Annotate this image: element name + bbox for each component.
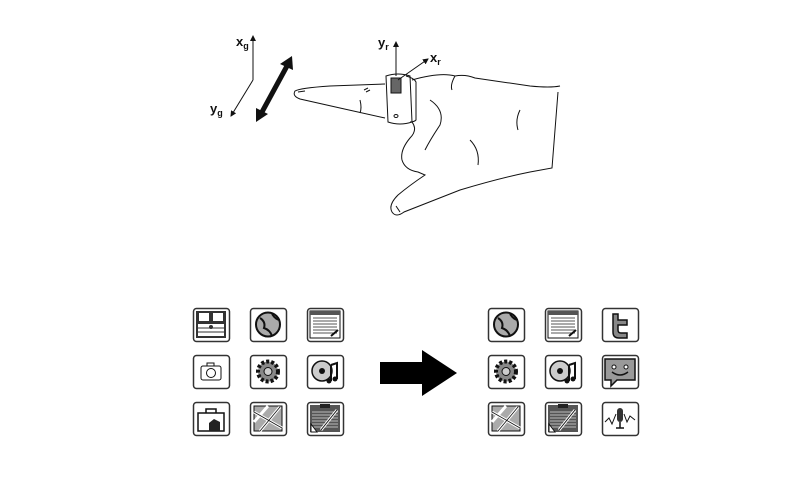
ring-button-icon [393, 114, 399, 118]
notes-icon [544, 307, 583, 343]
notes-icon [306, 307, 345, 343]
hand-with-ring-illustration [293, 74, 561, 216]
map-icon [487, 401, 526, 437]
xg-label: xg [236, 34, 249, 51]
hand-top-contour [411, 74, 561, 88]
map-icon [249, 401, 288, 437]
yg-label: yg [210, 101, 223, 118]
twitter-icon [601, 307, 640, 343]
global-axes: xg yg [210, 34, 256, 118]
settings-gear-icon [249, 354, 288, 390]
icon-grid-before [192, 307, 345, 437]
index-finger [293, 83, 386, 119]
settings-gear-icon [487, 354, 526, 390]
motion-double-arrow-icon [256, 56, 293, 122]
voice-recorder-icon [601, 401, 640, 437]
ring-device [385, 73, 417, 125]
xr-label: xr [430, 50, 441, 67]
ring-sensor-icon [390, 77, 402, 94]
yg-axis-arrow [230, 79, 254, 117]
globe-icon [487, 307, 526, 343]
clipboard-edit-icon [544, 401, 583, 437]
chat-smiley-icon [601, 354, 640, 390]
transition-arrow-icon [380, 350, 457, 396]
hand-bottom-contour [390, 91, 559, 216]
icon-grid-after [487, 307, 640, 437]
calendar-icon [192, 307, 231, 343]
music-disc-icon [544, 354, 583, 390]
globe-icon [249, 307, 288, 343]
xr-axis-arrow [397, 58, 429, 81]
music-disc-icon [306, 354, 345, 390]
yr-label: yr [378, 35, 389, 52]
ring-axes: yr xr [378, 35, 441, 81]
bag-icon [192, 401, 231, 437]
camera-icon [192, 354, 231, 390]
clipboard-edit-icon [306, 401, 345, 437]
